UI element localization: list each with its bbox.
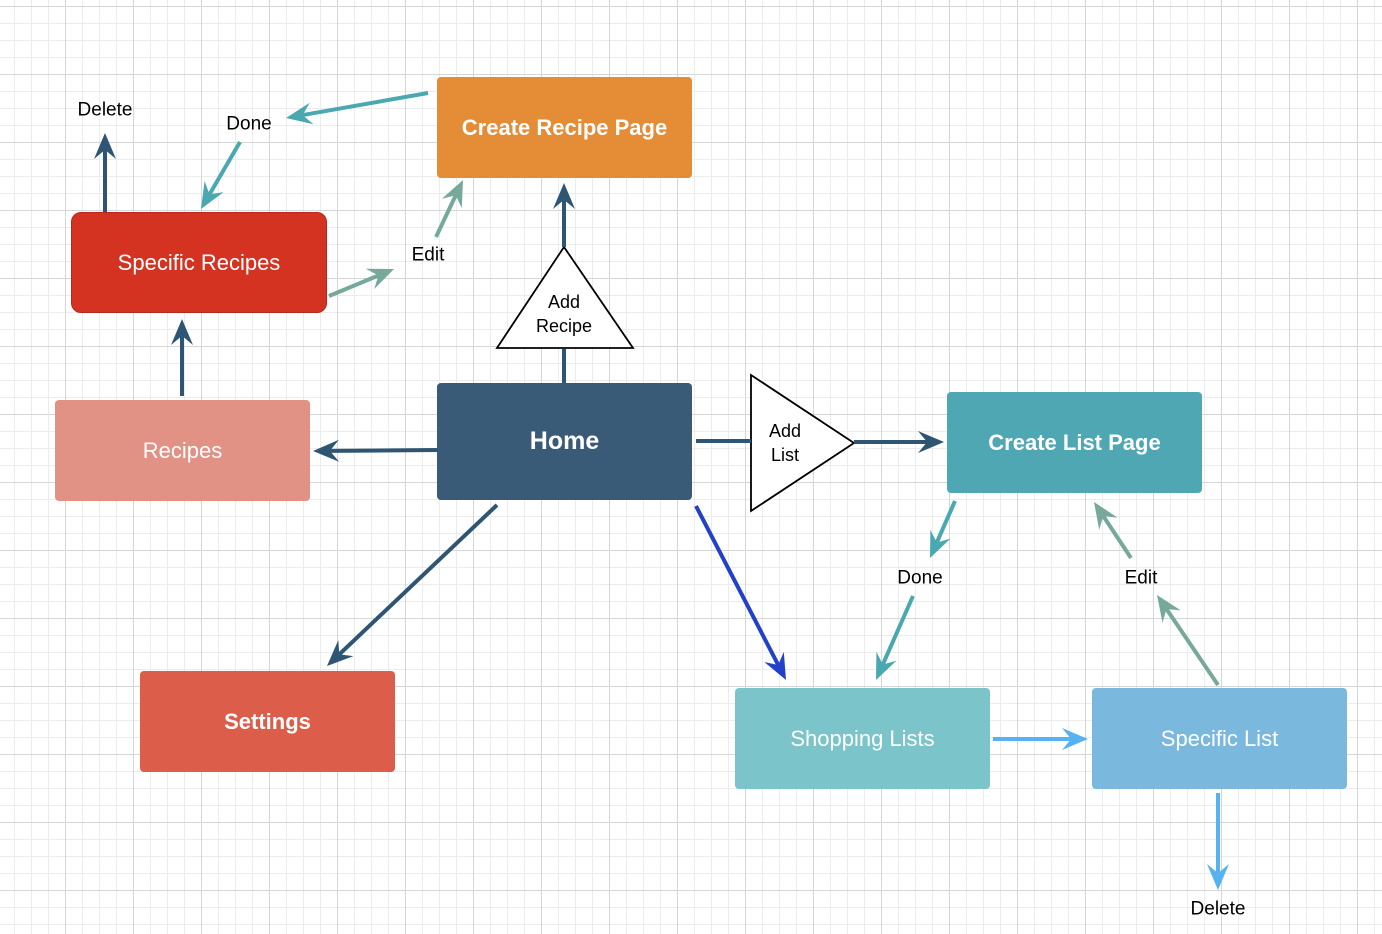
create-list-page-node[interactable]: Create List Page (947, 392, 1202, 493)
create-recipe-page-label: Create Recipe Page (461, 114, 668, 140)
create-list-page-label: Create List Page (988, 429, 1161, 455)
recipe-delete-label: Delete (77, 99, 133, 121)
specific-list-to-edit-arrow-shaft (1164, 607, 1220, 687)
list-delete-label: Delete (1190, 898, 1246, 920)
add-list-line-1: Add (768, 421, 802, 441)
add-list-triangle (750, 373, 856, 513)
done-to-specific-recipes-arrow-head (201, 181, 224, 209)
shopping-lists-label: Shopping Lists (790, 725, 935, 751)
add-list-to-create-list-arrow-head (918, 431, 944, 453)
add-recipe-triangle (495, 245, 635, 349)
create-recipe-to-done-arrow-head (286, 102, 314, 125)
create-recipe-page-node[interactable]: Create Recipe Page (437, 77, 692, 178)
home-to-shopping-lists-arrow-head (764, 651, 786, 680)
list-edit-label: Edit (1124, 567, 1158, 589)
done-to-shopping-lists-arrow-head (876, 651, 897, 680)
specific-recipes-node[interactable]: Specific Recipes (71, 212, 327, 313)
home-label: Home (529, 427, 600, 455)
home-to-recipes-arrow-shaft (329, 448, 438, 453)
recipe-edit-label: Edit (411, 244, 445, 266)
done-to-shopping-lists-arrow-shaft (880, 595, 915, 666)
recipes-to-specific-recipes-arrow-head (171, 319, 193, 345)
home-node[interactable]: Home (437, 383, 692, 500)
edit-to-create-list-arrow-shaft (1101, 514, 1133, 560)
specific-recipes-to-edit-arrow-shaft (328, 273, 380, 298)
edit-to-create-recipe-arrow-head (441, 180, 463, 209)
specific-list-label: Specific List (1160, 725, 1279, 751)
settings-node[interactable]: Settings (140, 671, 395, 772)
add-recipe-line-2: Recipe (535, 316, 593, 336)
add-recipe-to-create-recipe-arrow-head (553, 183, 575, 209)
recipe-done-label: Done (226, 113, 272, 135)
specific-list-to-delete-arrow-head (1207, 864, 1229, 890)
specific-recipes-label: Specific Recipes (117, 249, 281, 275)
create-list-to-done-arrow-head (930, 529, 951, 558)
recipes-node[interactable]: Recipes (55, 400, 310, 501)
add-recipe-triangle-label: Add Recipe (536, 290, 592, 338)
home-to-settings-arrow-head (327, 640, 354, 666)
home-to-recipes-arrow-head (313, 439, 340, 462)
specific-list-to-edit-arrow-head (1157, 595, 1181, 623)
home-to-settings-arrow-shaft (337, 503, 499, 656)
settings-label: Settings (224, 708, 311, 734)
add-list-triangle-label: Add List (769, 419, 801, 467)
shopping-lists-node[interactable]: Shopping Lists (735, 688, 990, 789)
specific-recipes-to-delete-arrow-head (94, 133, 116, 159)
specific-list-node[interactable]: Specific List (1092, 688, 1347, 789)
edit-to-create-recipe-arrow-shaft (434, 194, 458, 238)
edit-to-create-list-arrow-head (1094, 502, 1118, 530)
recipes-label: Recipes (142, 437, 223, 463)
specific-recipes-to-edit-arrow-head (365, 268, 394, 290)
done-to-specific-recipes-arrow-shaft (207, 140, 242, 196)
add-recipe-line-1: Add (547, 292, 581, 312)
shopping-lists-to-specific-list-arrow-head (1062, 728, 1088, 750)
create-list-to-done-arrow-shaft (934, 500, 957, 544)
list-done-label: Done (897, 567, 943, 589)
add-list-line-2: List (770, 445, 799, 465)
home-to-shopping-lists-arrow-shaft (694, 505, 781, 666)
create-recipe-to-done-arrow-shaft (302, 91, 429, 118)
